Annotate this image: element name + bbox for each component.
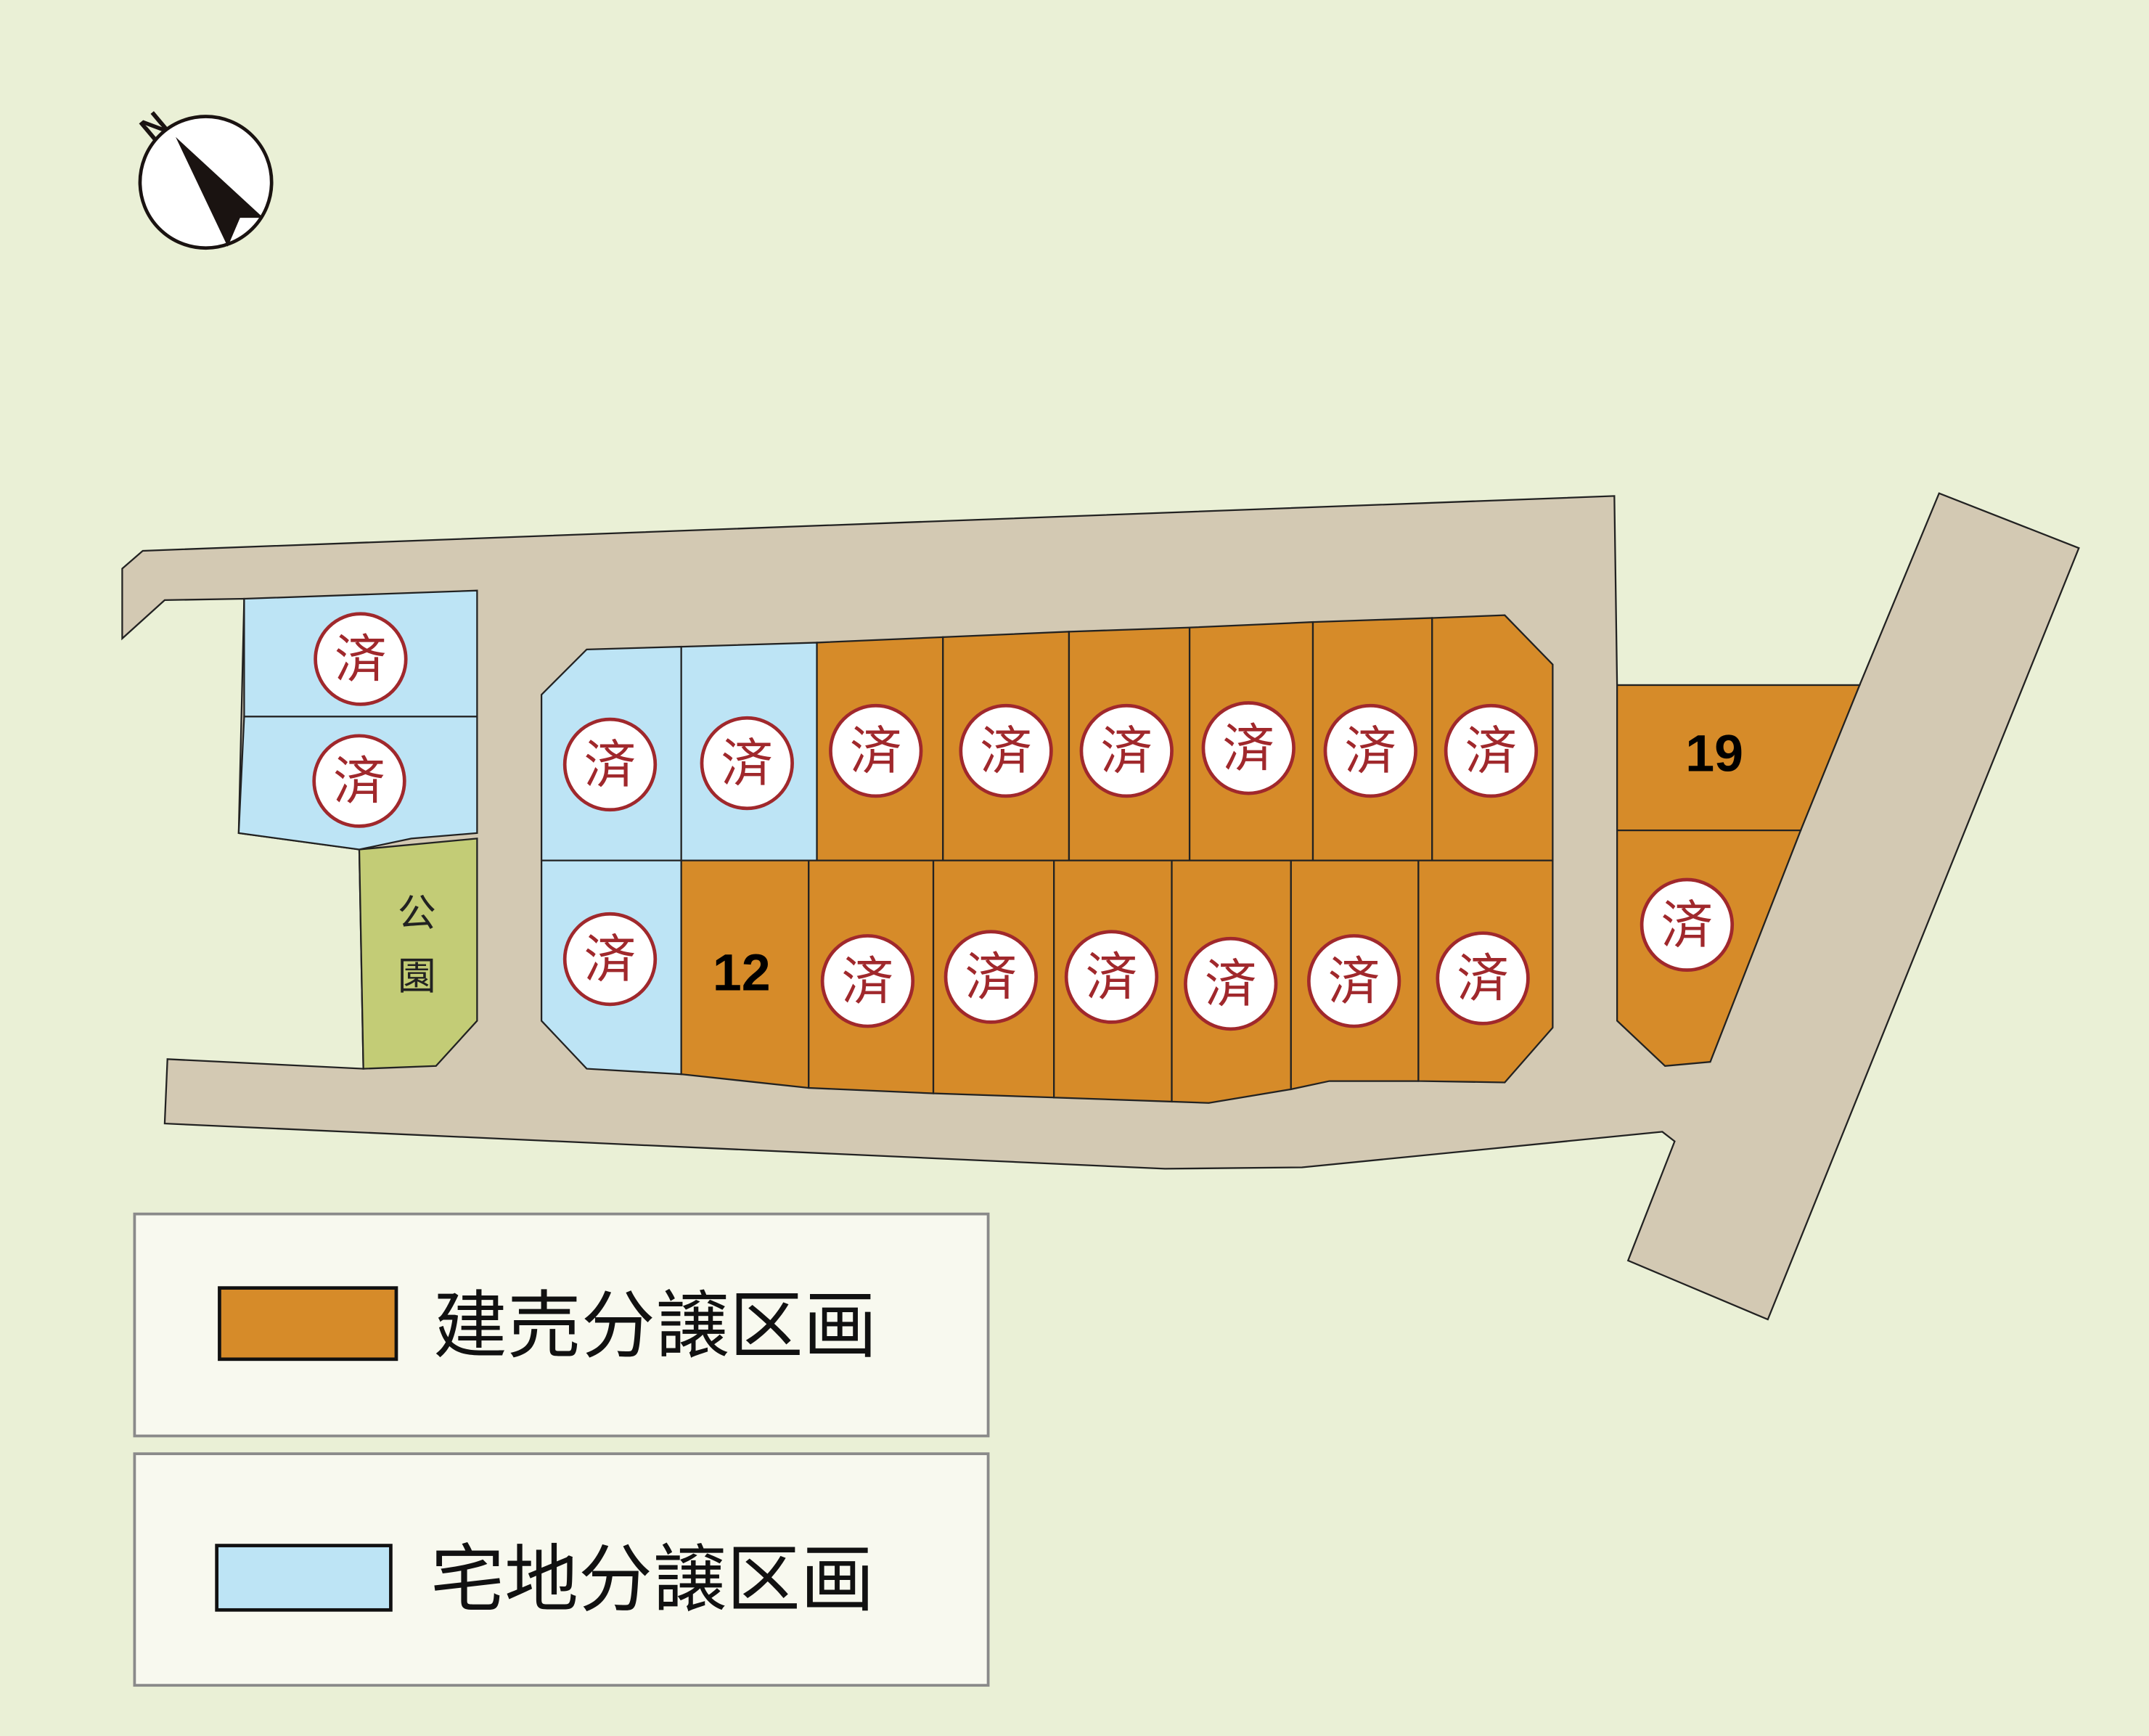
sold-stamp-icon xyxy=(562,912,658,1007)
sold-stamp-icon xyxy=(1184,936,1278,1031)
lot-sold: 済 xyxy=(808,859,935,1094)
sold-stamp-icon xyxy=(1323,703,1417,798)
lot-sold: 済 xyxy=(1431,614,1554,861)
lot-sold: 済 xyxy=(1311,617,1433,861)
sold-stamp-label: 済 xyxy=(1465,721,1518,782)
lot-sold: 済 xyxy=(680,642,818,861)
sold-stamp-label: 済 xyxy=(333,750,385,811)
sold-stamp-label: 済 xyxy=(1222,718,1274,779)
lot-number: 19 xyxy=(1685,724,1743,782)
sold-stamp-label: 済 xyxy=(1661,894,1714,955)
lot-available: 12 xyxy=(680,859,810,1089)
lot-sold: 済 xyxy=(1188,621,1314,861)
sold-stamp-label: 済 xyxy=(1457,948,1509,1009)
lot-sold: 済 xyxy=(942,631,1071,861)
park-label: 園 xyxy=(398,954,436,999)
sold-stamp-label: 済 xyxy=(1328,951,1380,1012)
lot-sold: 済 xyxy=(816,636,944,861)
sold-stamp-label: 済 xyxy=(842,951,894,1012)
sold-stamp-label: 済 xyxy=(1344,721,1396,782)
lot-sold: 済 xyxy=(1053,859,1173,1103)
lot-sold: 済 xyxy=(237,716,478,851)
legend-swatch-built-for-sale xyxy=(218,1286,398,1362)
lot-sold: 済 xyxy=(243,589,478,718)
lot-sold: 済 xyxy=(1290,859,1420,1091)
north-arrow-icon xyxy=(176,136,263,247)
legend-item-residential-land: 宅地分譲区画 xyxy=(133,1452,990,1687)
sold-stamp-icon xyxy=(1306,934,1401,1028)
sold-stamp-icon xyxy=(562,717,658,812)
lot-sold: 済 xyxy=(1417,859,1554,1084)
sold-stamp-icon xyxy=(943,930,1038,1024)
sold-stamp-label: 済 xyxy=(335,629,387,689)
sold-stamp-icon xyxy=(1079,703,1174,798)
legend-swatch-residential-land xyxy=(215,1544,393,1612)
sold-stamp-label: 済 xyxy=(721,733,773,794)
park-area xyxy=(358,838,478,1070)
sold-stamp-icon xyxy=(312,734,406,828)
sold-stamp-icon xyxy=(829,703,923,798)
sold-stamp-icon xyxy=(314,612,408,706)
sold-stamp-icon xyxy=(1064,930,1159,1024)
sold-stamp-icon xyxy=(700,716,794,811)
sold-stamp-label: 済 xyxy=(1205,954,1257,1015)
sold-stamp-icon xyxy=(1201,701,1295,795)
lot-sold: 済 xyxy=(932,859,1055,1099)
sold-stamp-icon xyxy=(1436,931,1530,1025)
legend-label-residential-land: 宅地分譲区画 xyxy=(430,1536,875,1623)
legend-item-built-for-sale: 建売分譲区画 xyxy=(133,1212,990,1438)
sold-stamp-icon xyxy=(1444,703,1539,798)
sold-stamp-label: 済 xyxy=(965,946,1017,1007)
sold-stamp-label: 済 xyxy=(980,721,1032,782)
sold-stamp-icon xyxy=(1640,877,1735,973)
lot-sold: 済 xyxy=(540,645,682,861)
lot-sold: 済 xyxy=(1616,829,1802,1067)
sold-stamp-label: 済 xyxy=(584,734,636,795)
legend: 建売分譲区画 宅地分譲区画 xyxy=(133,1212,990,1687)
sold-stamp-label: 済 xyxy=(1086,946,1138,1007)
park-label: 公 xyxy=(398,891,436,935)
legend-label-built-for-sale: 建売分譲区画 xyxy=(433,1283,877,1369)
lot-sold: 済 xyxy=(1068,626,1191,861)
sold-stamp-label: 済 xyxy=(584,929,636,990)
lot-sold: 済 xyxy=(540,859,682,1076)
lot-number: 12 xyxy=(713,943,771,1002)
sold-stamp-icon xyxy=(959,703,1053,798)
sold-stamp-label: 済 xyxy=(850,721,902,782)
sold-stamp-label: 済 xyxy=(1100,721,1153,782)
park: 公 園 xyxy=(358,838,478,1070)
lot-sold: 済 xyxy=(1171,859,1292,1104)
compass: N xyxy=(133,105,274,250)
sold-stamp-icon xyxy=(820,934,915,1028)
lot-available: 19 xyxy=(1616,684,1861,832)
